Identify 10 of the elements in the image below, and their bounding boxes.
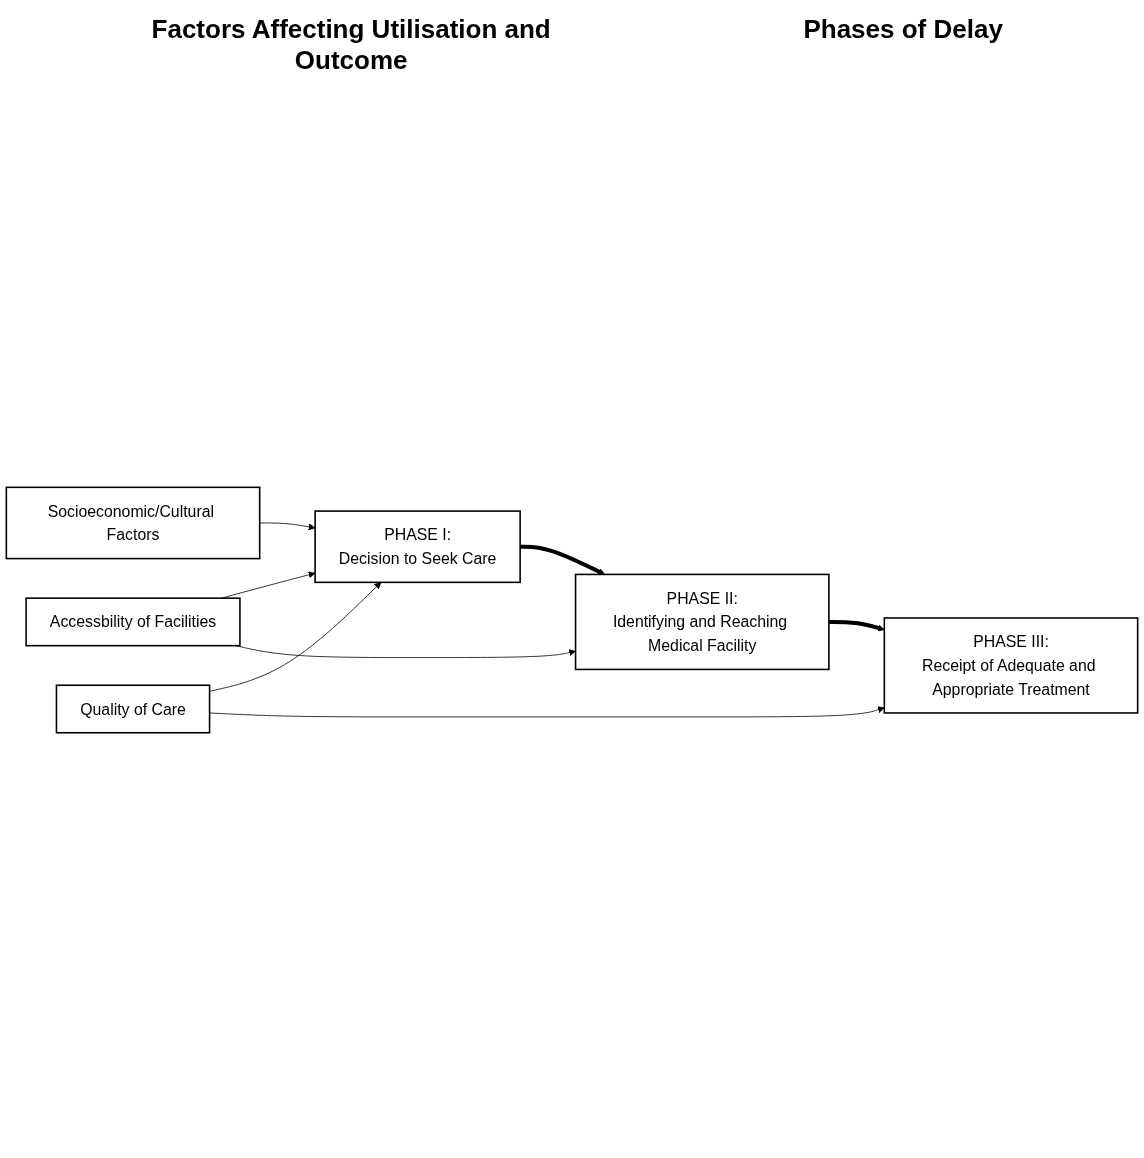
column-heading: Phases of Delay <box>803 14 1003 46</box>
node-box: Quality of Care <box>55 684 211 734</box>
node-box: Socioeconomic/Cultural Factors <box>5 486 261 560</box>
node-box: PHASE II: Identifying and Reaching Medical Facility <box>574 573 830 671</box>
node-box: PHASE I: Decision to Seek Care <box>314 510 521 584</box>
node-box: PHASE III: Receipt of Adequate and Appropriate Treatment <box>883 617 1139 714</box>
node-box: Accessbility of Facilities <box>25 597 241 647</box>
arrow <box>520 544 606 575</box>
column-heading: Factors Affecting Utilisation and Outcome <box>150 14 552 76</box>
arrow <box>828 619 885 632</box>
